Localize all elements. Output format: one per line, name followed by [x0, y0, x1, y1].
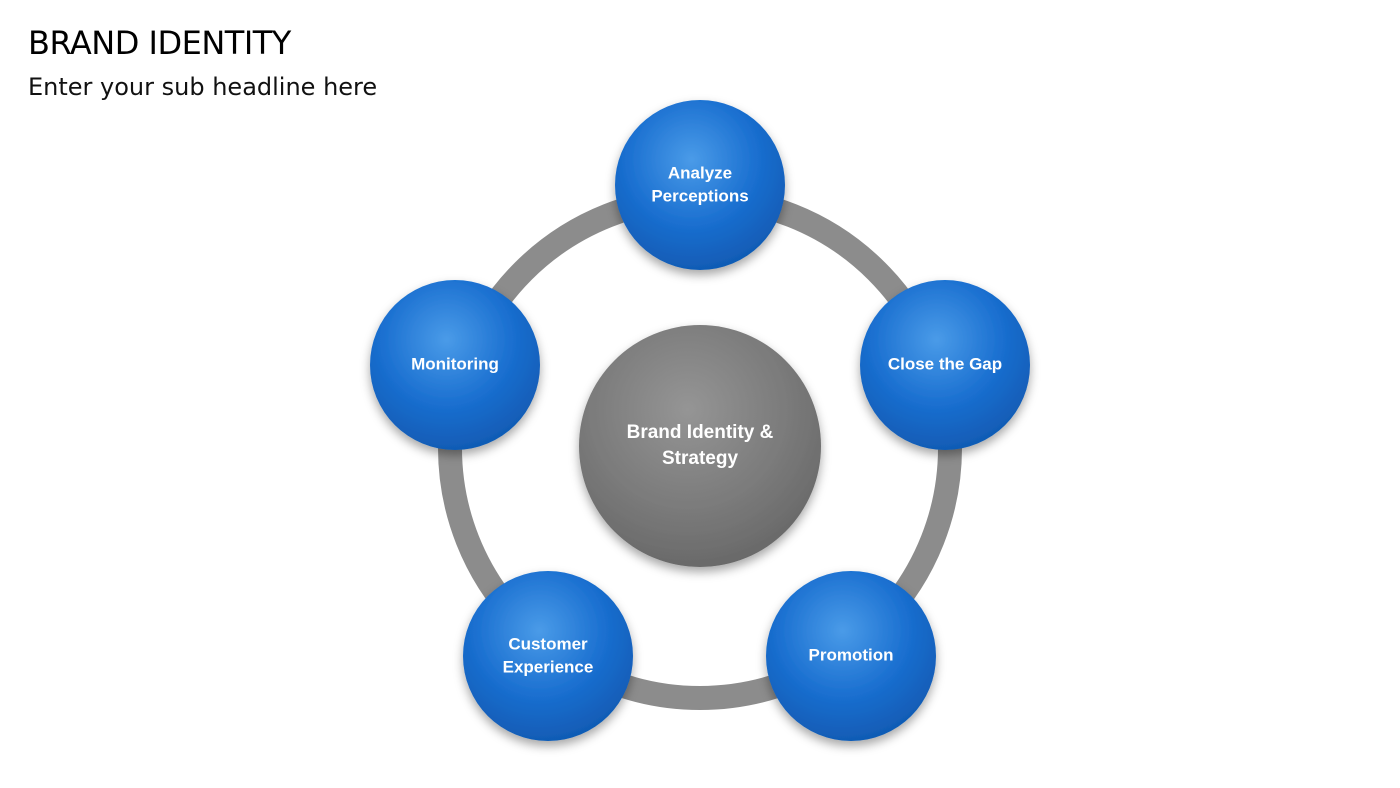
node-label-line2: Experience: [503, 657, 594, 676]
center-label-line2: Strategy: [662, 448, 738, 469]
center-label-line1: Brand Identity &: [627, 422, 774, 443]
node-label-line1: Customer: [508, 634, 588, 653]
page-subtitle: Enter your sub headline here: [28, 73, 378, 101]
node-close-the-gap: Close the Gap: [860, 280, 1030, 450]
node-promotion: Promotion: [766, 571, 936, 741]
node-customer-experience: Customer Experience: [463, 571, 633, 741]
node-label-line1: Promotion: [809, 645, 894, 664]
node-label-line1: Close the Gap: [888, 354, 1002, 373]
center-node: Brand Identity & Strategy: [579, 325, 821, 567]
node-monitoring: Monitoring: [370, 280, 540, 450]
node-label-line2: Perceptions: [651, 186, 748, 205]
node-label-line1: Monitoring: [411, 354, 499, 373]
node-circle: [463, 571, 633, 741]
node-circle: [370, 280, 540, 450]
node-circle: [615, 100, 785, 270]
node-label-line1: Analyze: [668, 163, 732, 182]
node-circle: [860, 280, 1030, 450]
node-analyze-perceptions: Analyze Perceptions: [615, 100, 785, 270]
center-circle: [579, 325, 821, 567]
node-circle: [766, 571, 936, 741]
page-title: BRAND IDENTITY: [28, 24, 291, 62]
